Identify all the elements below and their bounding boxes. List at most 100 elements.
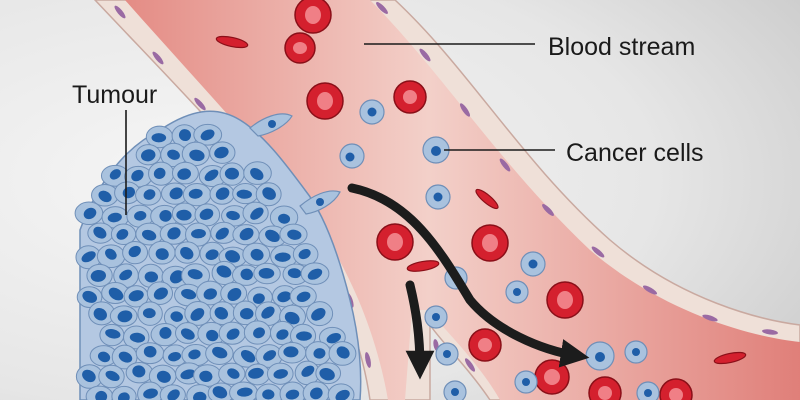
tumour-cell [159, 222, 188, 245]
tumour-cell [174, 322, 201, 344]
tumour-cell [137, 301, 163, 326]
red-blood-cell [546, 281, 584, 319]
tumour-cell [255, 344, 283, 368]
cancer-cell [359, 99, 385, 125]
tumour-cell [109, 305, 138, 327]
tumour-cell [145, 125, 174, 149]
tumour-cell [181, 141, 210, 167]
tumour-cell [171, 161, 199, 185]
tumour-cell [209, 301, 236, 326]
tumour-cell [160, 142, 188, 168]
tumour-cell [96, 244, 126, 269]
tumour-cell [242, 201, 269, 225]
tumour-cell [122, 240, 149, 265]
tumour-cells [74, 123, 357, 400]
tumour-cell [289, 285, 317, 308]
red-blood-cells [215, 0, 747, 400]
tumour-cell [99, 323, 125, 347]
cancer-cell [435, 342, 459, 366]
tumour-cell [174, 241, 200, 264]
tumour-cell [124, 165, 153, 188]
tumour-cell [193, 364, 222, 387]
tumour-cell [137, 381, 163, 400]
cancer-cell [424, 305, 448, 329]
tumour-cell [101, 206, 129, 229]
tumour-cell [74, 201, 104, 226]
cancer-cells-label: Cancer cells [566, 139, 704, 167]
tumour-cell [302, 381, 330, 400]
tumour-cell [86, 263, 113, 287]
tumour-cell [232, 183, 259, 205]
tumour-cell [255, 383, 283, 400]
tumour-cell [328, 341, 357, 366]
tumour-cell [194, 203, 221, 227]
red-blood-cell-side [713, 351, 747, 365]
tumour-cell [111, 344, 138, 370]
tumour-cell [89, 345, 118, 367]
red-blood-cell [306, 82, 344, 120]
tumour-cell [221, 205, 249, 227]
tumour-cell [300, 262, 330, 285]
tumour-cell [113, 263, 139, 288]
tumour-cell [159, 384, 186, 400]
cancer-cell [339, 143, 365, 169]
tumour-cell [198, 165, 227, 188]
red-blood-cell [393, 80, 427, 114]
tumour-cell [232, 300, 259, 326]
tumour-cell [186, 384, 214, 400]
tumour-cell [229, 381, 259, 400]
red-blood-cell-side [406, 260, 440, 272]
tumour-cell [196, 280, 225, 306]
arrow-into-vessel [347, 183, 590, 368]
red-blood-cell [294, 0, 332, 34]
label-leader-lines [125, 43, 555, 215]
tumour-cell [272, 285, 298, 308]
cancer-cell [624, 340, 648, 364]
tumour-cell [171, 202, 198, 225]
tumour-cell [184, 301, 212, 326]
tumour-cell [181, 344, 211, 367]
tumour-cell [135, 342, 165, 365]
vessel-lumen [125, 0, 800, 400]
tumour-cell [146, 281, 174, 305]
tumour-cell [243, 161, 272, 185]
tumour-cell [245, 363, 271, 386]
tumour-cell [135, 222, 164, 246]
tumour-cell [211, 260, 238, 286]
cancer-cell [520, 251, 546, 277]
tumour-cell [148, 240, 176, 265]
tumour-cell [219, 162, 245, 186]
tumour-cell [148, 161, 175, 186]
tumour-mass [74, 110, 362, 400]
cancer-cell [425, 184, 451, 210]
tumour-cell [218, 321, 246, 345]
tumour-label: Tumour [72, 81, 157, 109]
red-blood-cell [534, 359, 570, 395]
tumour-cell [243, 320, 272, 345]
tumour-cell [150, 322, 180, 347]
tumour-cell [135, 144, 162, 166]
tumour-cell [210, 221, 237, 244]
tumour-cell [270, 244, 298, 268]
migration-arrows [347, 183, 590, 380]
escaping-cancer-cell [299, 190, 341, 215]
red-blood-cell [376, 223, 414, 261]
tumour-cell [205, 341, 234, 365]
cancer-cell [505, 280, 529, 304]
tumour-cell [306, 301, 334, 327]
tumour-cell [199, 241, 226, 266]
red-blood-cell [471, 224, 509, 262]
tumour-cell [123, 325, 150, 350]
tumour-cell [269, 320, 296, 346]
tumour-cell [315, 362, 342, 385]
tumour-cell [197, 321, 226, 346]
tumour-cell [209, 141, 236, 164]
tumour-cell [91, 183, 119, 207]
arrow-down-vessel [405, 280, 435, 380]
tumour-cell [232, 345, 262, 368]
tumour-cell [125, 361, 154, 384]
tumour-cell [255, 182, 282, 207]
tumour-cell [181, 263, 211, 289]
